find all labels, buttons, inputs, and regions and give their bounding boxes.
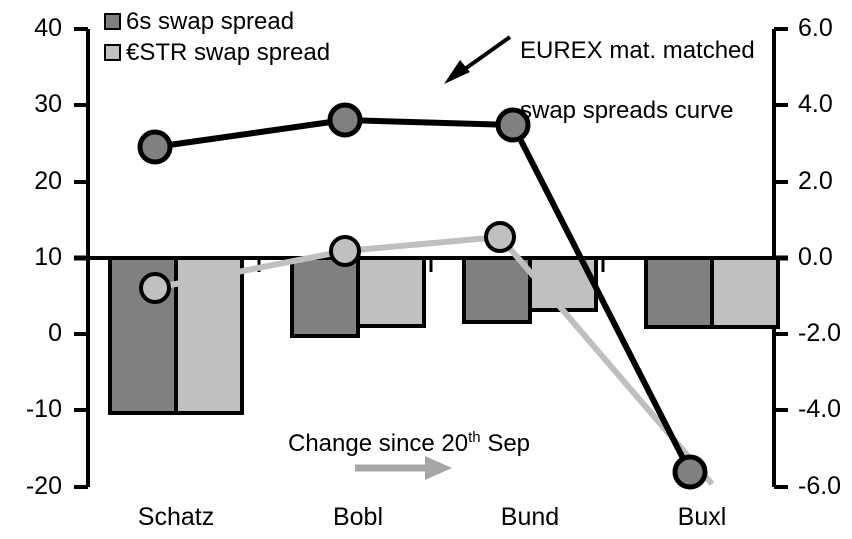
markers-6s-curve: [137, 102, 708, 490]
legend-swatch-6s-icon: [104, 13, 121, 30]
markers-estr-curve: [139, 221, 516, 304]
line-6s-curve: [154, 117, 693, 474]
change-since-superscript: th: [468, 429, 481, 446]
category-label-buxl: Buxl: [677, 503, 727, 531]
bar-6s-buxl: [644, 256, 714, 329]
left-axis-tick-10: 10: [34, 243, 62, 271]
curve-annotation-line2: swap spreads curve: [520, 97, 734, 124]
right-axis-tick-6: 6.0: [798, 14, 833, 42]
right-axis-tick-4: 4.0: [798, 90, 833, 118]
category-label-bund: Bund: [500, 503, 560, 531]
right-axis-tick-neg4: -4.0: [798, 395, 842, 423]
bar-estr-buxl: [710, 256, 780, 329]
change-direction-arrow-icon: [355, 456, 452, 480]
bar-6s-bund: [462, 256, 532, 324]
left-axis-tick-30: 30: [34, 90, 62, 118]
change-since-suffix: Sep: [480, 430, 531, 457]
left-axis-tick-neg10: -10: [25, 395, 62, 423]
right-axis-tick-neg2: -2.0: [798, 319, 842, 347]
legend-item-6s-swap-spread: 6s swap spread: [104, 6, 330, 37]
line-estr-curve: [154, 234, 715, 486]
category-label-bobl: Bobl: [332, 503, 384, 531]
right-axis-tick-2: 2.0: [798, 167, 833, 195]
left-axis-tick-neg20: -20: [25, 472, 62, 500]
legend-swatch-estr-icon: [104, 44, 121, 61]
legend-item-estr-swap-spread: €STR swap spread: [104, 37, 330, 68]
change-since-prefix: Change since 20: [288, 430, 469, 457]
right-axis-tick-0: 0.0: [798, 243, 833, 271]
legend-label-6s: 6s swap spread: [126, 7, 295, 35]
left-axis-tick-40: 40: [34, 14, 62, 42]
left-axis-tick-0: 0: [48, 319, 62, 347]
left-axis: [74, 27, 90, 489]
curve-annotation-line1: EUREX mat. matched: [520, 37, 755, 64]
category-label-schatz: Schatz: [137, 503, 215, 531]
annotation-arrow-icon: [444, 35, 512, 84]
legend-label-estr: €STR swap spread: [126, 38, 331, 66]
right-axis-tick-neg6: -6.0: [798, 472, 842, 500]
change-since-note: Change since 20th Sep: [288, 425, 530, 457]
bar-6s-bobl: [290, 256, 360, 338]
curve-annotation: EUREX mat. matched swap spreads curve: [520, 6, 770, 156]
left-axis-tick-20: 20: [34, 167, 62, 195]
chart-legend: 6s swap spread €STR swap spread: [104, 6, 330, 68]
bar-estr-bobl: [356, 256, 426, 328]
